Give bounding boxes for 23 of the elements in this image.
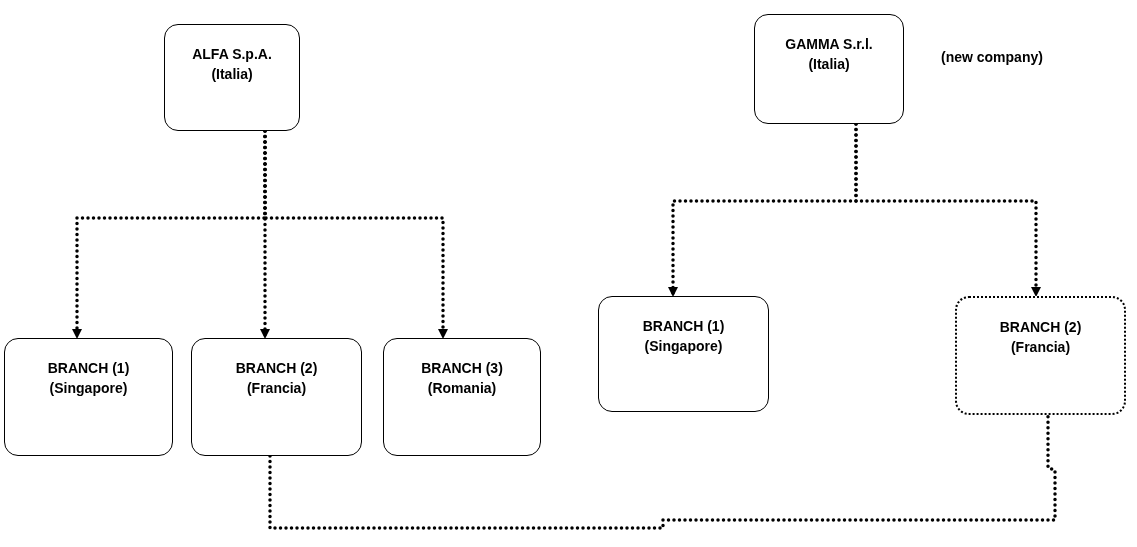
org-box bbox=[191, 338, 362, 456]
box-title: BRANCH (3) bbox=[421, 359, 503, 378]
box-subtitle: (Italia) bbox=[808, 55, 850, 74]
box-subtitle: (Francia) bbox=[246, 379, 307, 398]
org-box bbox=[164, 24, 300, 131]
box-title: BRANCH (1) bbox=[47, 359, 130, 378]
box-title: GAMMA S.r.l. bbox=[785, 35, 873, 54]
org-box bbox=[598, 296, 769, 412]
box-title: BRANCH (1) bbox=[642, 317, 725, 336]
box-subtitle: (Singapore) bbox=[644, 337, 723, 356]
box-title: ALFA S.p.A. bbox=[192, 45, 272, 64]
box-note: (new company) bbox=[941, 48, 1043, 67]
box-subtitle: (Italia) bbox=[211, 65, 253, 84]
box-subtitle: (Francia) bbox=[1010, 338, 1071, 357]
box-subtitle: (Romania) bbox=[427, 379, 497, 398]
org-box bbox=[383, 338, 541, 456]
box-subtitle: (Singapore) bbox=[49, 379, 128, 398]
connector-arrow bbox=[854, 122, 1041, 298]
box-title: BRANCH (2) bbox=[999, 318, 1082, 337]
org-box bbox=[4, 338, 173, 456]
connector-arrow bbox=[263, 129, 448, 340]
org-box bbox=[955, 296, 1126, 415]
box-title: BRANCH (2) bbox=[235, 359, 318, 378]
